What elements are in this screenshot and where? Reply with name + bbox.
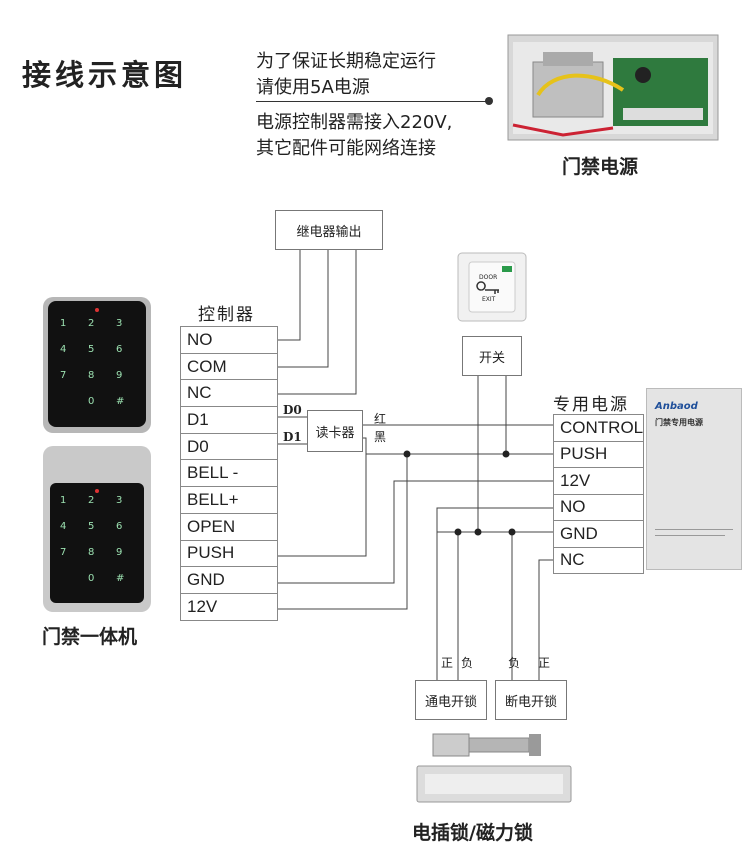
- exit-button-bottom-text: EXIT: [482, 296, 496, 303]
- psu-label-line-2: [655, 535, 725, 536]
- power-unit-pin: NC: [552, 546, 645, 574]
- exit-button-photo: DOOR EXIT: [457, 252, 527, 322]
- note-divider: [256, 101, 490, 102]
- relay-output-box: 继电器输出: [275, 210, 383, 250]
- keypad-key: 6: [116, 344, 123, 355]
- keypad-caption: 门禁一体机: [42, 626, 138, 648]
- keypad-device-top: [42, 296, 152, 434]
- lock-caption: 电插锁/磁力锁: [412, 822, 533, 844]
- keypad-key: 5: [88, 344, 95, 355]
- keypad-key: 8: [88, 370, 95, 381]
- controller-pin: PUSH: [180, 539, 278, 568]
- keypad-key: 3: [116, 495, 123, 506]
- wire-label-neg-2: 负: [508, 656, 521, 670]
- keypad-keys-top: 1 2 3 4 5 6 7 8 9 0 #: [52, 318, 142, 428]
- keypad-key: 0: [88, 396, 95, 407]
- note-line-1: 为了保证长期稳定运行: [256, 51, 436, 72]
- power-unit-pin: NO: [552, 493, 645, 521]
- controller-pin: D0: [180, 432, 278, 461]
- wire-label-neg-1: 负: [461, 656, 474, 670]
- keypad-key: #: [116, 396, 125, 407]
- lock-on-box: 通电开锁: [415, 680, 487, 720]
- card-reader-box: 读卡器: [307, 410, 363, 452]
- power-supply-photo: [503, 30, 723, 145]
- power-unit-photo: Anbaod 门禁专用电源: [646, 388, 742, 570]
- power-unit-pin: CONTROL: [552, 414, 645, 442]
- exit-button-top-text: DOOR: [479, 274, 498, 281]
- note-line-2: 请使用5A电源: [256, 77, 370, 98]
- controller-pin: NO: [180, 326, 278, 354]
- psu-sub-label: 门禁专用电源: [655, 418, 703, 427]
- wire-label-d1: D1: [283, 430, 302, 444]
- wire-label-black: 黑: [374, 430, 387, 444]
- page-title: 接线示意图: [22, 58, 188, 92]
- controller-pin: OPEN: [180, 512, 278, 541]
- keypad-key: 1: [60, 495, 67, 506]
- keypad-key: 0: [88, 573, 95, 584]
- wire-label-pos-2: 正: [538, 656, 551, 670]
- wire-label-d0: D0: [283, 403, 302, 417]
- controller-pin: D1: [180, 406, 278, 434]
- power-unit-pin: PUSH: [552, 440, 645, 468]
- keypad-key: 1: [60, 318, 67, 329]
- lock-off-box: 断电开锁: [495, 680, 567, 720]
- keypad-key: 2: [88, 318, 95, 329]
- note-line-4: 其它配件可能网络连接: [256, 138, 436, 159]
- switch-box: 开关: [462, 336, 522, 376]
- keypad-key: 7: [60, 370, 67, 381]
- lock-photo: [415, 728, 573, 808]
- psu-brand: Anbaod: [655, 401, 698, 412]
- controller-pin: NC: [180, 379, 278, 408]
- controller-pin: GND: [180, 566, 278, 594]
- keypad-key: 5: [88, 521, 95, 532]
- controller-pin: 12V: [180, 592, 278, 621]
- keypad-key: 3: [116, 318, 123, 329]
- power-unit-pin: GND: [552, 520, 645, 548]
- keypad-key: 4: [60, 521, 67, 532]
- keypad-key: #: [116, 573, 125, 584]
- controller-label: 控制器: [198, 305, 255, 325]
- controller-pin: BELL+: [180, 486, 278, 514]
- keypad-device-bottom: [42, 445, 152, 613]
- power-unit-pin: 12V: [552, 467, 645, 495]
- psu-label-line: [655, 529, 733, 530]
- keypad-key: 7: [60, 547, 67, 558]
- keypad-key: 2: [88, 495, 95, 506]
- power-unit-label: 专用电源: [553, 395, 629, 415]
- controller-pin: BELL -: [180, 459, 278, 488]
- wire-label-pos-1: 正: [441, 656, 454, 670]
- note-line-3: 电源控制器需接入220V,: [256, 112, 453, 133]
- wire-label-red: 红: [374, 412, 387, 426]
- keypad-key: 9: [116, 547, 123, 558]
- note-divider-dot: [485, 97, 493, 105]
- keypad-key: 9: [116, 370, 123, 381]
- keypad-keys-bottom: 1 2 3 4 5 6 7 8 9 0 #: [52, 495, 142, 605]
- keypad-key: 6: [116, 521, 123, 532]
- keypad-key: 4: [60, 344, 67, 355]
- controller-pin: COM: [180, 352, 278, 381]
- keypad-key: 8: [88, 547, 95, 558]
- power-supply-caption: 门禁电源: [562, 156, 639, 178]
